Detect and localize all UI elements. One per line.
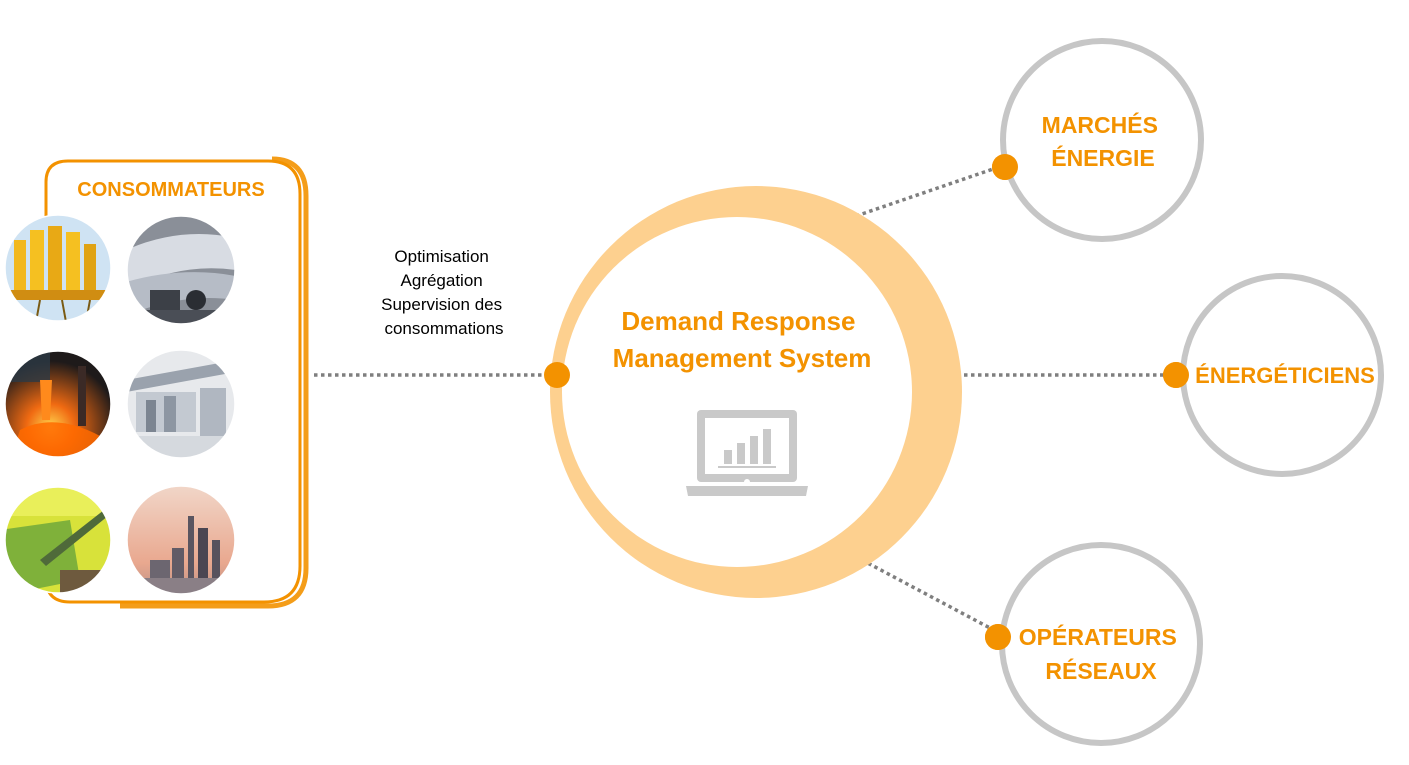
drms-hub: Demand Response Management System — [550, 186, 962, 598]
connector-dots-top — [985, 154, 1189, 650]
stakeholder-ring — [1000, 38, 1204, 242]
photo-ring — [126, 349, 236, 459]
link-caption: Optimisation Agrégation Supervision des … — [381, 247, 507, 338]
photo-ring — [4, 486, 112, 594]
dot-hub-left — [544, 362, 570, 388]
connectors — [314, 166, 1168, 630]
photo-ring — [126, 485, 236, 595]
stakeholder-label: OPÉRATEURS — [1019, 623, 1177, 650]
laptop-chart-icon — [686, 410, 808, 496]
dot-marches-energie — [992, 154, 1018, 180]
consumers-frame-shadow — [120, 156, 309, 609]
connector-operateurs-reseaux — [861, 558, 991, 630]
hub-title-line: Management System — [613, 343, 872, 373]
photo-industrial-machinery — [127, 350, 235, 458]
dot-operateurs-reseaux — [985, 624, 1011, 650]
svg-text:OPÉRATEURS RÉSEAUX: OPÉRATEURS RÉSEAUX — [1019, 623, 1183, 684]
stakeholder-energeticiens: ÉNERGÉTICIENS — [1180, 273, 1384, 477]
caption-line: Agrégation — [401, 271, 483, 290]
hub-disc — [562, 217, 912, 567]
stakeholder-label: MARCHÉS — [1042, 111, 1158, 138]
svg-text:MARCHÉS ÉNERGIE: MARCHÉS ÉNERGIE — [1042, 111, 1165, 171]
stakeholder-label: ÉNERGÉTICIENS — [1195, 363, 1375, 388]
consumers-title: CONSOMMATEURS — [77, 179, 264, 201]
caption-line: Optimisation — [394, 247, 488, 266]
consumers-panel: CONSOMMATEURS — [4, 156, 309, 609]
stakeholder-operateurs-reseaux: OPÉRATEURS RÉSEAUX — [999, 542, 1203, 746]
caption-line: consommations — [384, 319, 503, 338]
photo-ring — [126, 215, 236, 325]
consumers-frame — [44, 159, 302, 604]
stakeholder-label: ÉNERGIE — [1051, 144, 1155, 171]
caption-line: Supervision des — [381, 295, 502, 314]
hub-title-line: Demand Response — [621, 306, 855, 336]
stakeholder-marches-energie: MARCHÉS ÉNERGIE — [1000, 38, 1204, 242]
connector-marches-energie — [855, 166, 997, 218]
dot-energeticiens — [1163, 362, 1189, 388]
photo-cement-silos — [5, 215, 111, 321]
photo-ring — [4, 350, 112, 458]
svg-text:Optimisation Agrégation: Optimisation Agrégation Supervision des … — [381, 247, 507, 338]
stakeholder-label: RÉSEAUX — [1045, 657, 1157, 684]
svg-text:Demand Response Manageme: Demand Response Management System — [613, 306, 872, 373]
photo-ring — [4, 214, 112, 322]
